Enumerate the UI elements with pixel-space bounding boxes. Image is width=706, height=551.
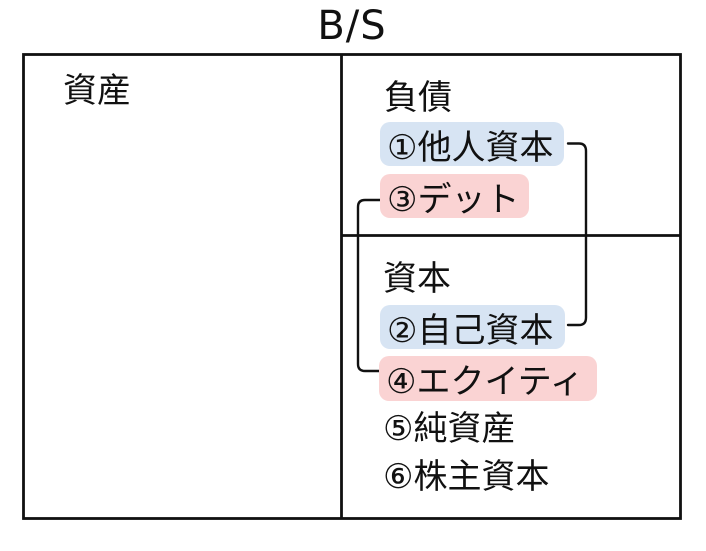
item-equity: ④エクイティ (379, 356, 597, 402)
item-junshisan: ⑤純資産 (383, 409, 516, 449)
liabilities-heading: 負債 (384, 78, 452, 118)
capital-heading: 資本 (383, 259, 451, 299)
item-jiko-shihon: ②自己資本 (380, 305, 565, 351)
item-kabunushi-shihon: ⑥株主資本 (383, 457, 550, 497)
right-bracket-connector (566, 142, 588, 327)
item-debt: ③デット (380, 174, 529, 220)
outer-border (22, 53, 682, 520)
item-tanin-shihon: ①他人資本 (380, 122, 564, 168)
left-bracket-connector (356, 198, 382, 373)
assets-label: 資産 (63, 71, 131, 111)
diagram-title: B/S (317, 3, 387, 49)
